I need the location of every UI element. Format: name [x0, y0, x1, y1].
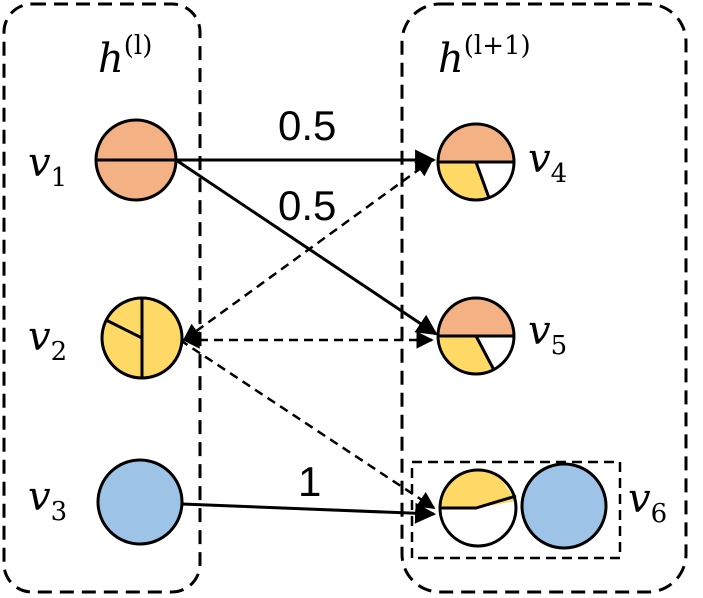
node-v5-salmon-half	[438, 298, 514, 336]
node-v3	[96, 458, 184, 546]
edge-v2-v4	[182, 158, 434, 342]
layer-l-label: h(l)	[98, 31, 152, 82]
edge-weight-v3-v6: 1	[298, 458, 321, 505]
node-v5-outline	[436, 296, 516, 376]
node-v6-right-circle	[520, 462, 608, 550]
node-v2	[100, 296, 184, 380]
edge-weight-v1-v5: 0.5	[278, 182, 336, 229]
node-v4-outline	[436, 122, 516, 202]
node-v6-yellow-edge	[440, 494, 517, 510]
node-v4-label: v4	[528, 136, 567, 189]
node-v3-label: v3	[28, 474, 67, 527]
node-v1-label: v1	[28, 140, 67, 193]
edge-v3-v6	[181, 502, 437, 524]
node-v2-label: v2	[28, 314, 67, 367]
node-v4-yellow-slice	[437, 162, 489, 201]
node-v5	[436, 296, 516, 376]
node-v6-left-outline	[438, 468, 518, 548]
node-v5-label: v5	[528, 308, 567, 361]
v6-group-box	[410, 460, 622, 560]
node-v4	[436, 122, 516, 202]
edge-v2-v6	[179, 338, 436, 510]
node-v6	[438, 462, 608, 550]
node-v1	[94, 118, 178, 202]
node-v2-divider-left	[105, 318, 143, 340]
node-v4-salmon-half	[438, 124, 514, 162]
node-v6-label: v6	[628, 476, 667, 529]
layer-l1-label: h(l+1)	[438, 31, 531, 82]
node-v6-yellow-slice	[440, 469, 516, 508]
node-v5-divider-s	[474, 335, 496, 371]
edge-weight-v1-v4: 0.5	[278, 102, 336, 149]
node-v4-divider-s	[474, 161, 491, 199]
